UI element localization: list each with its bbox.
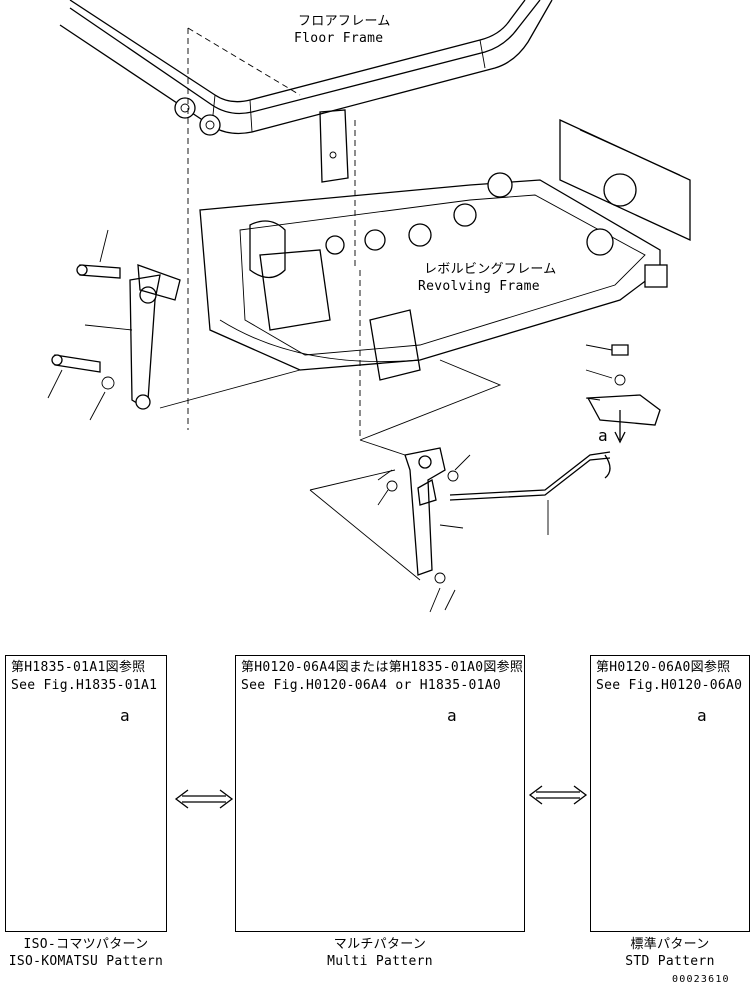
panel-ref-jp: 第H1835-01A1図参照 — [11, 660, 146, 675]
caption-iso-komatsu-jp: ISO-コマツパターン — [23, 937, 149, 952]
panel-ref-jp: 第H0120-06A0図参照 — [596, 660, 731, 675]
double-arrow-left — [174, 789, 234, 809]
double-arrow-right — [528, 785, 588, 805]
caption-multi-en: Multi Pattern — [327, 954, 433, 969]
panel-ref-jp: 第H0120-06A4図または第H1835-01A0図参照 — [241, 660, 524, 675]
panel-std: 第H0120-06A0図参照 See Fig.H0120-06A0 a — [590, 655, 750, 932]
floor-frame-label-jp: フロアフレーム — [298, 14, 391, 29]
callout-a: a — [447, 706, 457, 725]
panel-iso-komatsu: 第H1835-01A1図参照 See Fig.H1835-01A1 a — [5, 655, 167, 932]
caption-std-jp: 標準パターン — [630, 937, 710, 952]
revolving-frame-label-en: Revolving Frame — [418, 279, 540, 294]
callout-a: a — [120, 706, 130, 725]
lever-assembly-lower — [309, 270, 661, 613]
caption-std-en: STD Pattern — [625, 954, 715, 969]
panel-multi: 第H0120-06A4図または第H1835-01A0図参照 See Fig.H0… — [235, 655, 525, 932]
panel-ref-en: See Fig.H0120-06A4 or H1835-01A0 — [241, 678, 502, 693]
caption-iso-komatsu-en: ISO-KOMATSU Pattern — [8, 954, 164, 969]
caption-multi-jp: マルチパターン — [333, 937, 427, 952]
floor-frame-label-en: Floor Frame — [294, 31, 384, 46]
callout-a-main: a — [598, 426, 608, 445]
revolving-frame-drawing — [199, 118, 691, 381]
drawing-number: 00023610 — [672, 974, 730, 985]
lever-assembly-left — [47, 229, 301, 421]
floor-frame-drawing — [59, 0, 553, 430]
panel-ref-en: See Fig.H0120-06A0 — [596, 678, 743, 693]
callout-a: a — [697, 706, 707, 725]
revolving-frame-label-jp: レボルビングフレーム — [424, 262, 557, 277]
panel-ref-en: See Fig.H1835-01A1 — [11, 678, 158, 693]
